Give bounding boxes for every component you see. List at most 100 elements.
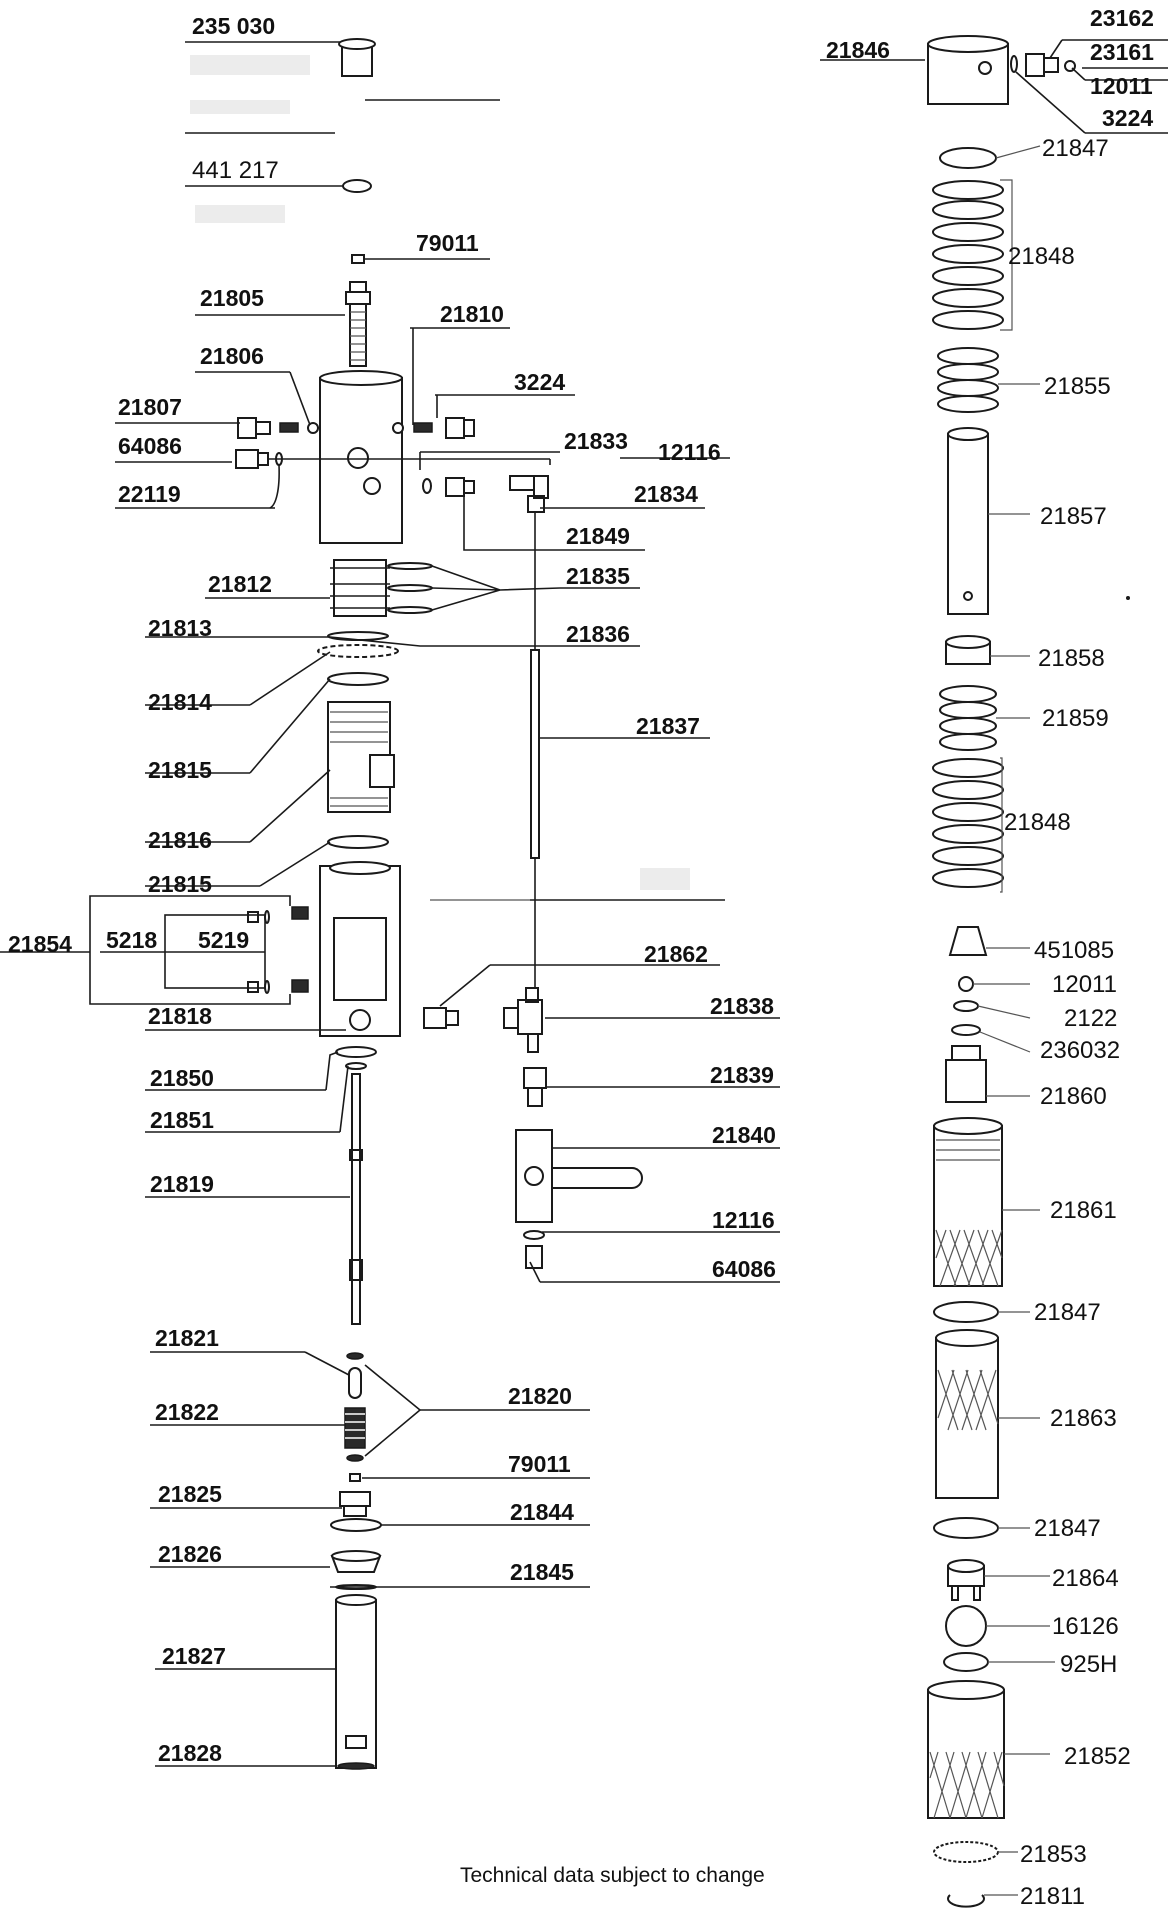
label-16126: 16126 bbox=[1052, 1613, 1119, 1640]
ring-part bbox=[346, 1352, 364, 1360]
thread-lines bbox=[936, 1139, 1000, 1161]
cylinder-21863 bbox=[935, 1337, 999, 1499]
label-21847-top: 21847 bbox=[1042, 135, 1109, 162]
washer-part bbox=[345, 1062, 367, 1070]
fitting-23161 bbox=[1025, 53, 1059, 77]
circlip-part bbox=[939, 147, 997, 169]
rod-part bbox=[349, 1073, 363, 1325]
label-21852: 21852 bbox=[1064, 1743, 1131, 1770]
cap-21825 bbox=[339, 1491, 371, 1517]
label-21836: 21836 bbox=[566, 621, 630, 647]
label-236032: 236032 bbox=[1040, 1037, 1120, 1064]
label-21826: 21826 bbox=[158, 1541, 222, 1567]
clip-21811 bbox=[947, 1894, 985, 1908]
packing-stack-lower bbox=[932, 758, 1004, 888]
thread-lines bbox=[330, 711, 388, 807]
o-ring-part bbox=[342, 179, 372, 193]
footer-note: Technical data subject to change bbox=[460, 1864, 765, 1887]
o-ring-small bbox=[523, 1230, 545, 1240]
fitting-21862 bbox=[423, 1007, 459, 1029]
label-21860: 21860 bbox=[1040, 1083, 1107, 1110]
label-21847-mid: 21847 bbox=[1034, 1299, 1101, 1326]
screw-part bbox=[247, 981, 259, 993]
o-ring-part bbox=[335, 1046, 377, 1058]
label-21837: 21837 bbox=[636, 713, 700, 739]
seal-part bbox=[327, 631, 389, 641]
o-ring-part bbox=[327, 835, 389, 849]
label-21854: 21854 bbox=[8, 931, 72, 957]
bolt-part bbox=[291, 906, 309, 920]
label-925H: 925H bbox=[1060, 1651, 1117, 1678]
label-21816: 21816 bbox=[148, 827, 212, 853]
sleeve-top bbox=[945, 635, 991, 649]
label-21812: 21812 bbox=[208, 571, 272, 597]
ball-part bbox=[392, 422, 404, 434]
label-21862: 21862 bbox=[644, 941, 708, 967]
screw-part bbox=[247, 911, 259, 923]
label-21850: 21850 bbox=[150, 1065, 214, 1091]
label-21845: 21845 bbox=[510, 1559, 574, 1585]
o-ring-small bbox=[422, 478, 432, 494]
port-hole bbox=[363, 477, 381, 495]
nut-hole bbox=[978, 61, 992, 75]
label-21846: 21846 bbox=[826, 37, 890, 63]
label-2122: 2122 bbox=[1064, 1005, 1117, 1032]
ball-12011 bbox=[958, 976, 974, 992]
label-21813: 21813 bbox=[148, 615, 212, 641]
label-235030: 235 030 bbox=[192, 13, 275, 39]
label-64086: 64086 bbox=[118, 433, 182, 459]
thread-lines bbox=[350, 311, 366, 361]
label-21858: 21858 bbox=[1038, 645, 1105, 672]
spring-part bbox=[279, 422, 299, 433]
nut-top bbox=[927, 35, 1009, 53]
ghost-mark bbox=[190, 55, 310, 75]
port-hole bbox=[349, 1009, 371, 1031]
label-21821: 21821 bbox=[155, 1325, 219, 1351]
piston-rod-part bbox=[947, 433, 989, 615]
label-21814: 21814 bbox=[148, 689, 212, 715]
label-21825: 21825 bbox=[158, 1481, 222, 1507]
ghost-mark bbox=[640, 868, 690, 890]
fitting-64086 bbox=[235, 449, 269, 469]
label-21840: 21840 bbox=[712, 1122, 776, 1148]
piston-rod-top bbox=[947, 427, 989, 441]
label-21848-lower: 21848 bbox=[1004, 809, 1071, 836]
small-fitting-part bbox=[349, 1473, 361, 1482]
seat-925H bbox=[943, 1652, 989, 1672]
label-21863: 21863 bbox=[1050, 1405, 1117, 1432]
cylinder-window bbox=[369, 754, 395, 788]
label-22119: 22119 bbox=[118, 481, 181, 507]
hose-part bbox=[530, 649, 540, 859]
spring-coils bbox=[345, 1413, 365, 1439]
label-79011-lower: 79011 bbox=[508, 1451, 571, 1477]
label-21853: 21853 bbox=[1020, 1841, 1087, 1868]
label-21806: 21806 bbox=[200, 343, 264, 369]
port-hole bbox=[347, 447, 369, 469]
label-21848-upper: 21848 bbox=[1008, 243, 1075, 270]
ring-part bbox=[387, 584, 433, 592]
label-12116: 12116 bbox=[658, 439, 721, 465]
label-21815: 21815 bbox=[148, 757, 212, 783]
label-21835: 21835 bbox=[566, 563, 630, 589]
ghost-mark bbox=[190, 100, 290, 114]
seat-2122 bbox=[953, 1000, 979, 1012]
label-21815-lower: 21815 bbox=[148, 871, 212, 897]
label-21807: 21807 bbox=[118, 394, 182, 420]
bolt-part bbox=[291, 979, 309, 993]
spring-part bbox=[413, 422, 433, 433]
ghost-mark bbox=[195, 205, 285, 223]
label-21822: 21822 bbox=[155, 1399, 219, 1425]
label-21834: 21834 bbox=[634, 481, 698, 507]
right-assembly-parts bbox=[927, 35, 1076, 1908]
plug-21807 bbox=[237, 417, 271, 439]
label-5218: 5218 bbox=[106, 927, 157, 953]
label-64086-lower: 64086 bbox=[712, 1256, 776, 1282]
label-21838: 21838 bbox=[710, 993, 774, 1019]
knurl-pattern bbox=[929, 1751, 1005, 1819]
label-12011: 12011 bbox=[1052, 971, 1117, 998]
circlip-part bbox=[933, 1301, 999, 1323]
label-79011: 79011 bbox=[416, 230, 479, 256]
ring-part bbox=[387, 562, 433, 570]
nut-part bbox=[927, 43, 1009, 105]
o-ring-small bbox=[1010, 55, 1018, 73]
